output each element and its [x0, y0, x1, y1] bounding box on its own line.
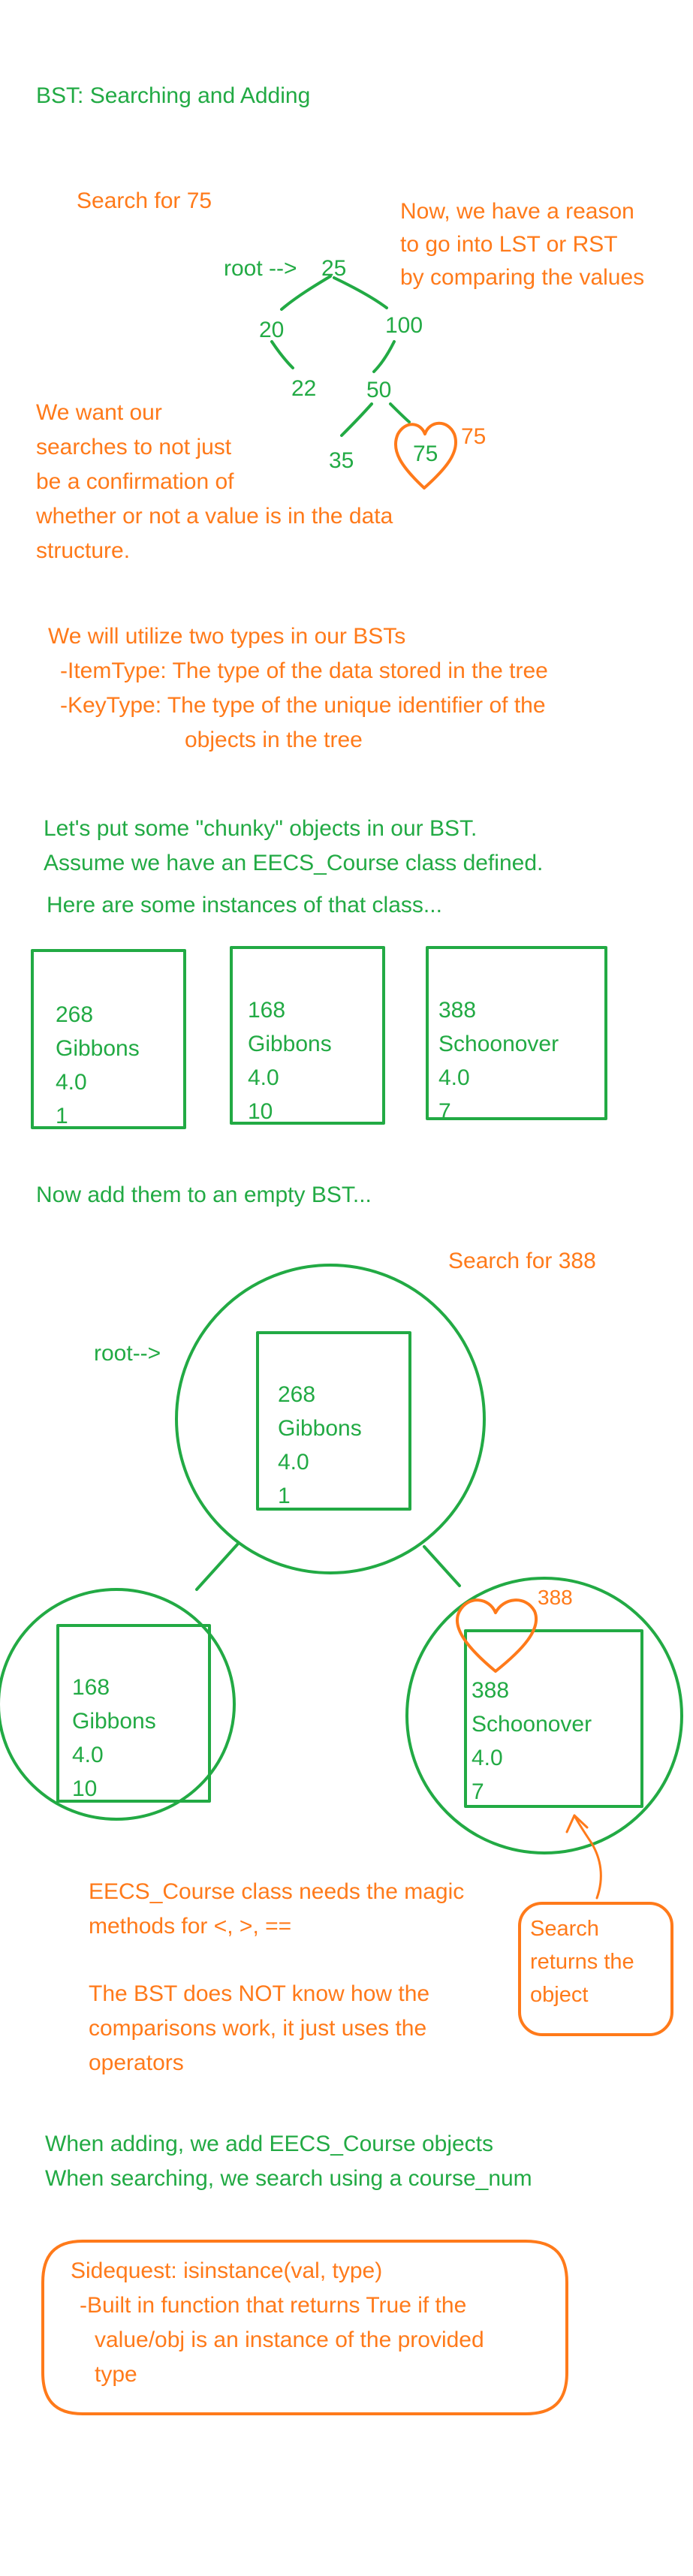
want-line-5: structure. — [36, 538, 131, 563]
magic-line-4: comparisons work, it just uses the — [89, 2016, 427, 2041]
chunky-line-3: Here are some instances of that class... — [47, 893, 442, 917]
course-instructor: Gibbons — [278, 1416, 362, 1441]
want-line-3: be a confirmation of — [36, 469, 234, 494]
reason-line-2: to go into LST or RST — [400, 232, 618, 257]
search-returns-box — [518, 1902, 673, 2036]
course-num: 268 — [56, 1002, 94, 1027]
types-line-1: We will utilize two types in our BSTs — [48, 624, 406, 649]
chunky-line-1: Let's put some "chunky" objects in our B… — [44, 816, 478, 841]
course-gpa: 4.0 — [472, 1746, 503, 1770]
bst-root-circle — [175, 1264, 486, 1574]
course-count: 10 — [248, 1099, 273, 1124]
tree-node-100: 100 — [385, 313, 423, 338]
want-line-2: searches to not just — [36, 435, 232, 459]
page-title: BST: Searching and Adding — [36, 83, 311, 108]
tree-node-20: 20 — [259, 318, 285, 342]
course-count: 7 — [472, 1779, 484, 1804]
want-line-1: We want our — [36, 400, 162, 425]
course-instructor: Gibbons — [56, 1036, 140, 1061]
root-pointer-label: root --> — [224, 256, 297, 281]
bst-right-circle — [405, 1577, 683, 1854]
sidequest-box — [41, 2240, 568, 2415]
tree-edge-root-right — [333, 276, 388, 309]
course-count: 1 — [278, 1484, 291, 1508]
tree-node-50: 50 — [366, 378, 392, 402]
bst-root-box — [256, 1331, 411, 1511]
course-count: 7 — [438, 1099, 451, 1124]
heart-label-75: 75 — [461, 424, 487, 449]
course-gpa: 4.0 — [72, 1743, 104, 1767]
tree-node-25: 25 — [321, 256, 347, 281]
magic-line-2: methods for <, >, == — [89, 1914, 292, 1939]
arrow-to-object — [573, 1814, 602, 1900]
tree-edge-right-left — [372, 340, 396, 373]
types-line-3: -KeyType: The type of the unique identif… — [60, 693, 546, 718]
add-to-bst-line: Now add them to an empty BST... — [36, 1183, 372, 1207]
course-gpa: 4.0 — [248, 1065, 279, 1090]
search-returns-line-2: returns the — [530, 1950, 634, 1974]
tree-node-22: 22 — [291, 376, 317, 401]
types-line-4: objects in the tree — [185, 728, 363, 752]
heart-highlight-icon-388 — [455, 1598, 538, 1673]
heart-highlight-icon — [393, 421, 457, 490]
instance-box-168 — [230, 946, 385, 1125]
tree-node-35: 35 — [329, 448, 354, 473]
heart-label-388: 388 — [538, 1586, 573, 1609]
sidequest-line-4: type — [95, 2362, 137, 2387]
bst-left-box — [56, 1624, 211, 1803]
course-instructor: Gibbons — [248, 1032, 332, 1056]
root-pointer-label-2: root--> — [94, 1341, 161, 1366]
magic-line-5: operators — [89, 2050, 184, 2075]
chunky-line-2: Assume we have an EECS_Course class defi… — [44, 851, 544, 875]
course-num: 168 — [248, 998, 286, 1023]
course-num: 268 — [278, 1382, 316, 1407]
reason-line-1: Now, we have a reason — [400, 199, 634, 224]
tree-edge-left-right — [270, 340, 294, 369]
arrow-head-icon — [565, 1814, 589, 1833]
reason-line-3: by comparing the values — [400, 265, 645, 290]
magic-line-3: The BST does NOT know how the — [89, 1981, 430, 2006]
course-count: 10 — [72, 1776, 98, 1801]
course-instructor: Schoonover — [438, 1032, 559, 1056]
course-gpa: 4.0 — [278, 1450, 309, 1475]
adding-line-1: When adding, we add EECS_Course objects — [45, 2132, 494, 2156]
tree-edge-rl-left — [340, 402, 373, 437]
tree-edge-rl-right — [389, 402, 411, 423]
instance-box-268 — [31, 949, 186, 1129]
search-for-388-label: Search for 388 — [448, 1249, 596, 1273]
bst-edge-right — [423, 1545, 461, 1587]
course-instructor: Schoonover — [472, 1712, 592, 1737]
course-num: 388 — [472, 1678, 510, 1703]
tree-node-75: 75 — [413, 441, 438, 466]
course-instructor: Gibbons — [72, 1709, 156, 1734]
search-for-75-label: Search for 75 — [77, 188, 212, 213]
sidequest-line-3: value/obj is an instance of the provided — [95, 2327, 484, 2352]
magic-line-1: EECS_Course class needs the magic — [89, 1879, 465, 1904]
sidequest-line-2: -Built in function that returns True if … — [80, 2293, 467, 2318]
tree-edge-root-left — [280, 275, 332, 311]
search-returns-line-1: Search — [530, 1917, 599, 1941]
types-line-2: -ItemType: The type of the data stored i… — [60, 658, 548, 683]
course-count: 1 — [56, 1104, 68, 1128]
course-gpa: 4.0 — [56, 1070, 87, 1095]
search-returns-line-3: object — [530, 1983, 589, 2007]
bst-right-box — [464, 1629, 643, 1808]
bst-left-circle — [0, 1588, 236, 1821]
instance-box-388 — [426, 946, 607, 1120]
bst-edge-left — [195, 1541, 240, 1591]
want-line-4: whether or not a value is in the data — [36, 504, 393, 529]
course-num: 388 — [438, 998, 477, 1023]
course-num: 168 — [72, 1675, 110, 1700]
adding-line-2: When searching, we search using a course… — [45, 2166, 532, 2191]
sidequest-line-1: Sidequest: isinstance(val, type) — [71, 2258, 383, 2283]
course-gpa: 4.0 — [438, 1065, 470, 1090]
